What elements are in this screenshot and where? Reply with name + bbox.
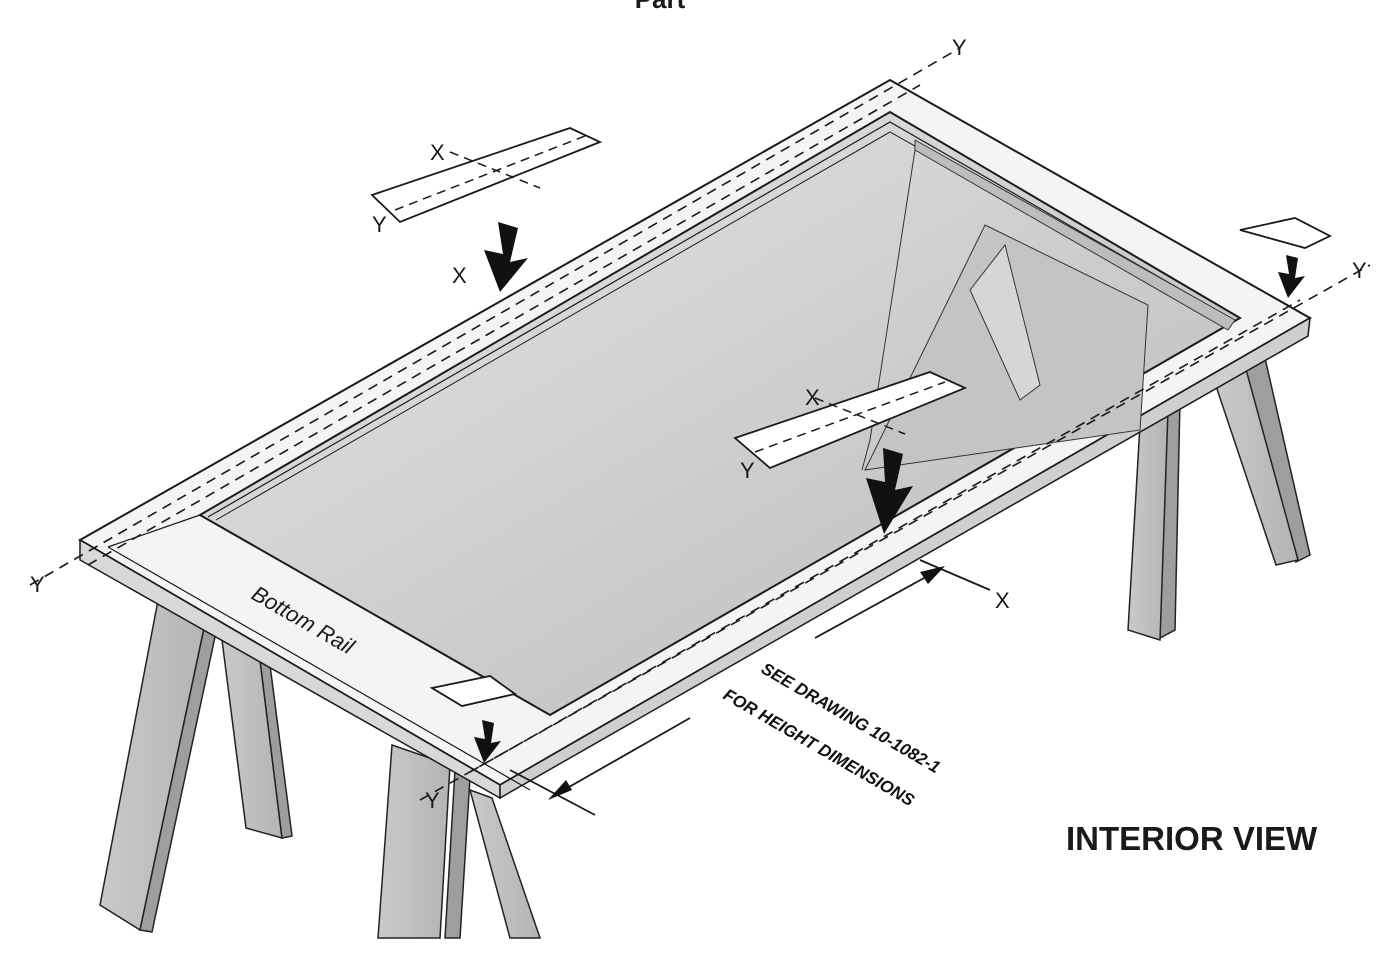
- down-arrow-icon: [866, 448, 913, 534]
- page-title-partial: Part: [635, 0, 686, 14]
- glass-reflection: [914, 139, 1236, 331]
- setting-block-left: [429, 675, 518, 707]
- down-arrow-icon: [474, 720, 501, 763]
- down-arrow-icon: [1278, 255, 1305, 298]
- sawhorse-right: [1127, 343, 1311, 642]
- arrow-head-icon: [548, 780, 572, 800]
- axis-label-x: X: [805, 385, 820, 410]
- frame-right-edge: [499, 316, 1311, 800]
- dimension-line: [509, 559, 991, 816]
- axis-label-y: Y: [1352, 258, 1367, 283]
- axis-label-x: X: [452, 263, 467, 288]
- setting-block-mid: [733, 371, 968, 470]
- view-label: INTERIOR VIEW: [1066, 820, 1318, 857]
- setting-block-top: [370, 127, 603, 224]
- axis-label-y: Y: [425, 788, 440, 813]
- axis-label-y: Y: [952, 35, 967, 60]
- centerlines: [29, 47, 1371, 801]
- axis-label-y: Y: [372, 212, 387, 237]
- axis-label-y: Y: [30, 572, 45, 597]
- down-arrow-icon: [484, 222, 528, 292]
- setting-block-right: [1239, 217, 1333, 249]
- axis-label-x: X: [430, 140, 445, 165]
- axis-labels: Y Y Y Y Y Y X X X X: [30, 35, 1367, 813]
- axis-label-y: Y: [740, 458, 755, 483]
- arrow-head-icon: [920, 566, 945, 584]
- axis-label-x: X: [995, 588, 1010, 613]
